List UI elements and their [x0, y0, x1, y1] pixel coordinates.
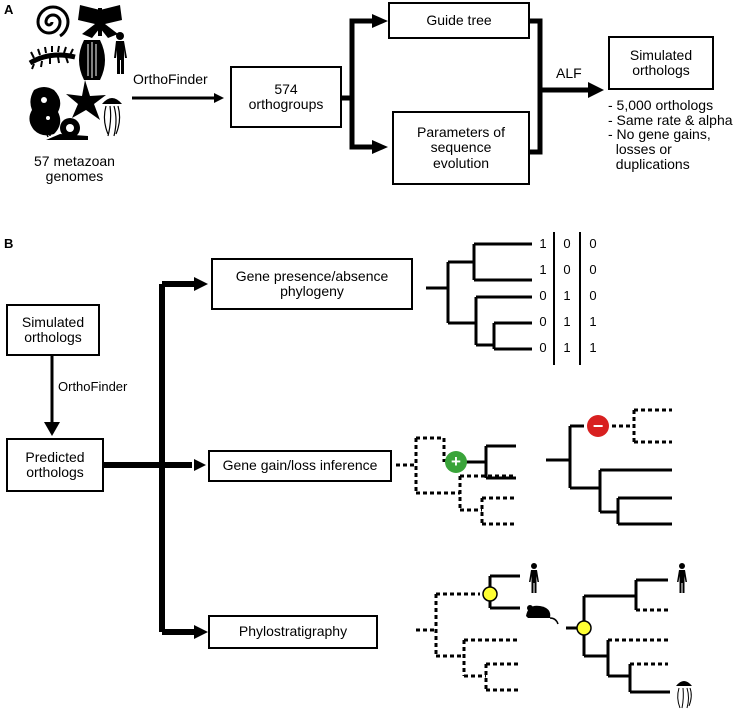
arrowhead-gain-loss	[194, 459, 206, 471]
bullet: - No gene gains,	[608, 126, 711, 143]
arrowhead-alf	[588, 82, 604, 98]
loss-tree	[546, 408, 672, 526]
parameters-box-label: Parameters of sequence evolution	[417, 124, 505, 171]
branch-arrows-b	[104, 281, 196, 635]
matrix-cell: 0	[589, 288, 597, 303]
phylo-tree-2	[566, 578, 670, 694]
origin-node-1	[482, 586, 498, 602]
matrix-cell: 0	[539, 340, 547, 355]
simulated-orthologs-box-a-label: Simulated orthologs	[629, 46, 693, 78]
matrix-cell: 1	[539, 262, 547, 277]
snail-icon	[44, 118, 88, 140]
ctenophore-icon	[79, 40, 105, 80]
simulated-orthologs-box-b-label: Simulated orthologs	[21, 313, 85, 345]
bullet: losses or	[608, 141, 672, 158]
alf-label: ALF	[556, 65, 582, 81]
origin-node-2	[576, 620, 592, 636]
predicted-orthologs-box: Predicted orthologs	[6, 438, 104, 492]
gain-symbol: +	[451, 452, 461, 471]
panel-b-label: B	[4, 236, 14, 251]
simulated-orthologs-box-a: Simulated orthologs	[608, 36, 714, 90]
loss-symbol: −	[593, 416, 604, 436]
sponge-icon	[29, 87, 61, 136]
arrowhead-phylostratigraphy	[194, 625, 208, 639]
matrix-cell: 0	[539, 288, 547, 303]
mouse-icon	[526, 605, 559, 625]
simulation-bullets: - 5,000 orthologs - Same rate & alpha - …	[608, 98, 733, 171]
guide-tree-box: Guide tree	[388, 2, 530, 39]
gain-loss-box-label: Gene gain/loss inference	[222, 457, 378, 474]
matrix-cell: 0	[563, 236, 571, 251]
presence-absence-box-label: Gene presence/absence phylogeny	[235, 267, 389, 299]
matrix-cell: 1	[563, 340, 571, 355]
matrix-cell: 1	[539, 236, 547, 251]
bullet: - Same rate & alpha	[608, 111, 733, 128]
matrix-cell: 1	[563, 314, 571, 329]
phylo-tree-1	[416, 574, 520, 692]
spiral-worm-icon	[36, 5, 70, 38]
jellyfish-icon	[676, 681, 692, 709]
matrix-cell: 1	[563, 288, 571, 303]
matrix-cell: 1	[589, 314, 597, 329]
guide-tree-box-label: Guide tree	[426, 11, 492, 28]
orthofinder-label-b: OrthoFinder	[58, 379, 128, 394]
orthofinder-label-a: OrthoFinder	[133, 71, 208, 87]
presence-absence-box: Gene presence/absence phylogeny	[211, 258, 413, 310]
simulated-orthologs-box-b: Simulated orthologs	[6, 304, 100, 356]
orthogroups-box: 574 orthogroups	[230, 66, 342, 128]
matrix-cell: 1	[589, 340, 597, 355]
split-arrows-a	[342, 18, 372, 150]
orthofinder-arrow-b	[44, 356, 60, 436]
moth-icon	[78, 5, 122, 38]
gain-icon: +	[445, 451, 467, 473]
human-icon	[677, 563, 687, 593]
matrix-cell: 0	[563, 262, 571, 277]
human-icon	[114, 32, 127, 74]
loss-icon: −	[587, 415, 609, 437]
human-icon	[529, 563, 539, 593]
jellyfish-icon	[102, 98, 122, 137]
centipede-icon	[28, 45, 76, 70]
arrowhead-presence-absence	[194, 277, 208, 291]
matrix-cell: 0	[589, 262, 597, 277]
bullet: - 5,000 orthologs	[608, 97, 714, 113]
presence-absence-tree	[426, 242, 532, 351]
matrix-cell: 0	[589, 236, 597, 251]
matrix-col-3: 0 0 0 1 1	[586, 231, 600, 361]
genomes-label: 57 metazoan genomes	[34, 153, 115, 184]
gain-tree	[396, 436, 516, 526]
arrowhead-parameters	[372, 140, 388, 154]
matrix-col-1: 1 1 0 0 0	[536, 231, 550, 361]
starfish-icon	[66, 80, 106, 120]
matrix-dividers	[553, 232, 581, 365]
parameters-box: Parameters of sequence evolution	[392, 111, 530, 185]
phylostratigraphy-box-label: Phylostratigraphy	[238, 623, 348, 640]
predicted-orthologs-box-label: Predicted orthologs	[25, 448, 85, 480]
phylostratigraphy-box: Phylostratigraphy	[208, 615, 378, 649]
merge-arrows-a	[530, 18, 590, 155]
panel-a-label: A	[4, 2, 14, 17]
orthogroups-box-label: 574 orthogroups	[248, 80, 324, 112]
gain-loss-box: Gene gain/loss inference	[208, 450, 392, 482]
matrix-cell: 0	[539, 314, 547, 329]
arrowhead-guide-tree	[372, 14, 388, 28]
bullet: duplications	[608, 155, 690, 172]
matrix-col-2: 0 0 1 1 1	[560, 231, 574, 361]
